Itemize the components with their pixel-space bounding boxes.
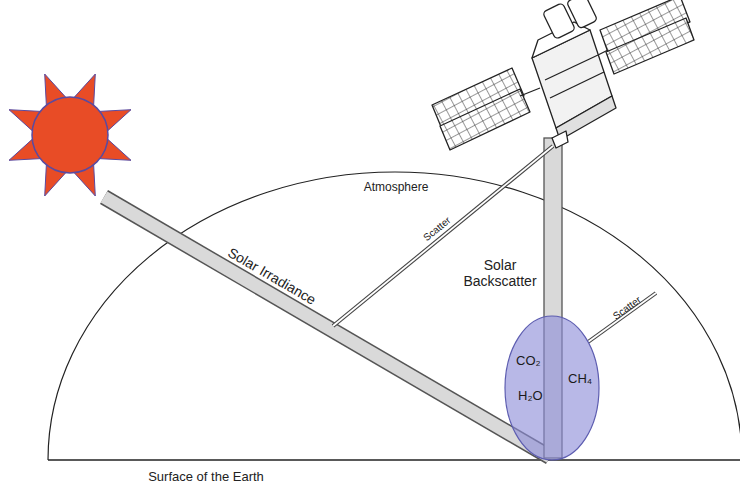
satellite-icon: [432, 0, 694, 150]
gas-label: CH₄: [568, 371, 592, 386]
sun-disc: [32, 97, 108, 173]
scatter-line-fill: [333, 146, 553, 326]
sun-icon: [9, 74, 131, 196]
surface-label: Surface of the Earth: [148, 470, 264, 485]
irradiance-beam: [104, 197, 550, 457]
region-label: Atmosphere: [364, 181, 429, 195]
scatter-line: [333, 146, 553, 326]
gas-ellipse: CO₂ H₂O CH₄: [504, 315, 600, 461]
gas-label: H₂O: [518, 388, 543, 403]
atmosphere-arc: [48, 172, 740, 460]
scatter-line-fill: [588, 293, 656, 342]
beam-label: Solar Backscatter: [460, 257, 540, 289]
earth-surface: [48, 459, 740, 461]
scatter-line: [588, 293, 656, 342]
irradiance-beam-fill: [104, 197, 550, 457]
gas-label: CO₂: [516, 353, 541, 368]
